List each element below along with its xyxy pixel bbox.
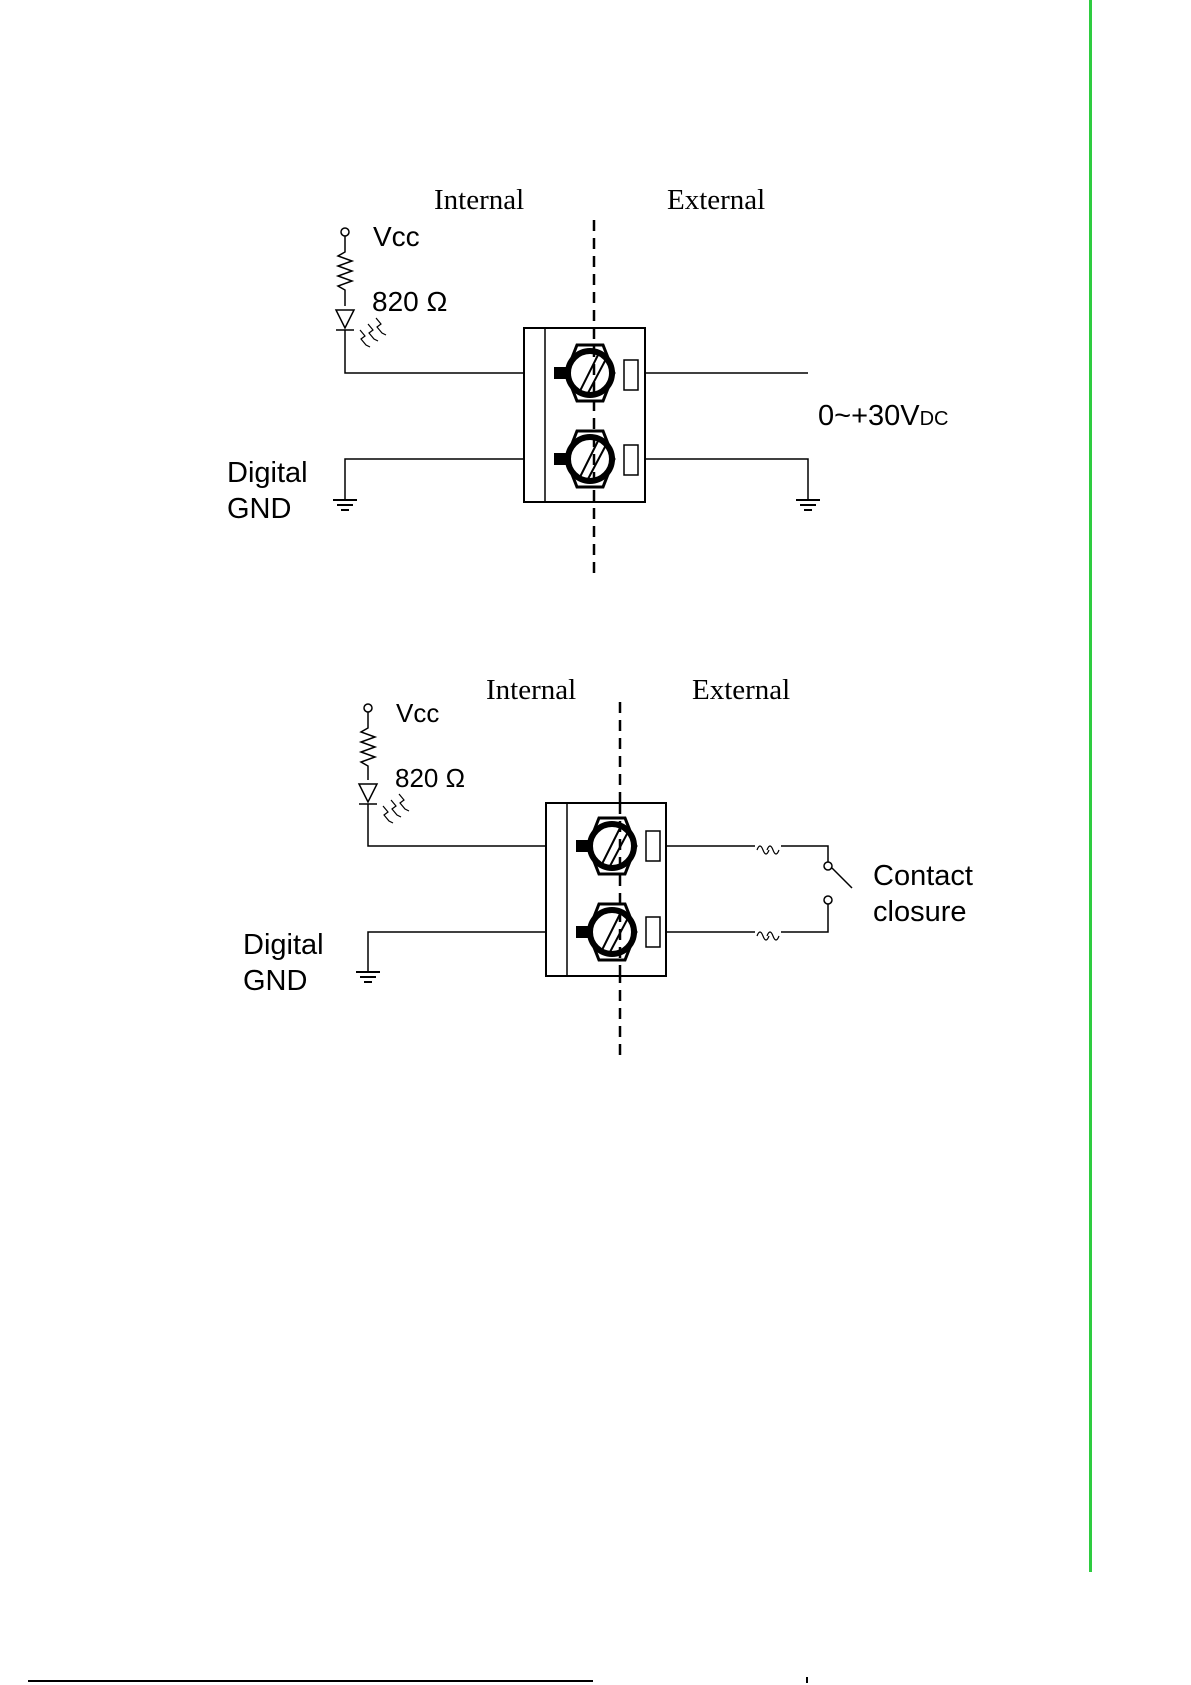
resistor-value: 820 Ω (372, 286, 447, 317)
vcc-label: Vcc (373, 221, 420, 252)
ground-wire-internal (368, 932, 546, 972)
wire-break-mark-bottom (757, 932, 779, 940)
digital-gnd-label-line1: Digital (243, 929, 324, 961)
wire-clamp-top (624, 360, 638, 390)
digital-gnd-label-line2: GND (243, 965, 307, 997)
switch-contact-bottom (824, 896, 832, 904)
ground-wire-external (638, 459, 808, 500)
digital-gnd-label-line2: GND (227, 493, 291, 525)
vcc-label: Vcc (396, 698, 439, 728)
switch-lever (832, 868, 852, 888)
resistor-symbol (338, 236, 352, 306)
ground-left-icon (333, 500, 357, 510)
wire-clamp-top (646, 831, 660, 861)
light-emission-arrows (383, 794, 409, 823)
resistor-symbol (361, 712, 375, 780)
contact-closure-label-line1: Contact (873, 860, 973, 892)
digital-gnd-label-line1: Digital (227, 457, 308, 489)
vcc-terminal (341, 228, 349, 236)
switch-contact-top (824, 862, 832, 870)
diagram-2: Internal External Vcc 820 Ω (243, 674, 973, 1057)
contact-closure-label-line2: closure (873, 896, 967, 928)
diagram-1: Internal External Vcc 820 Ω (227, 184, 949, 575)
wire-clamp-bottom (646, 917, 660, 947)
vcc-terminal (364, 704, 372, 712)
wire-break-mark-top (757, 846, 779, 854)
ground-left-icon (356, 972, 380, 982)
voltage-range-label: 0~+30VDC (818, 400, 949, 432)
signal-wire-internal (368, 804, 546, 846)
light-emission-arrows (360, 318, 386, 347)
resistor-value: 820 Ω (395, 763, 465, 793)
external-label: External (692, 674, 790, 706)
ground-wire-internal (345, 459, 524, 500)
led-diode-symbol (359, 784, 377, 802)
external-label: External (667, 184, 765, 216)
ground-right-icon (796, 500, 820, 510)
internal-label: Internal (434, 184, 524, 216)
wire-clamp-bottom (624, 445, 638, 475)
led-diode-symbol (336, 310, 354, 328)
internal-label: Internal (486, 674, 576, 706)
